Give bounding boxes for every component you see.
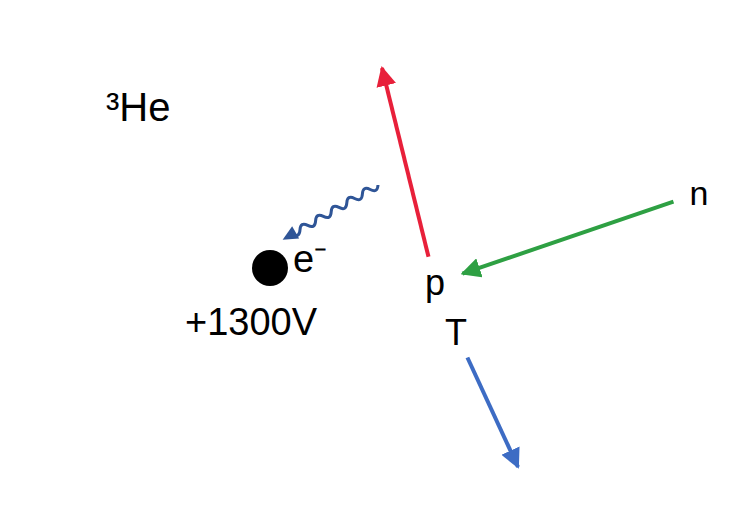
- circle-outline: [3, 5, 513, 515]
- electron-wave: [279, 179, 381, 246]
- node-text: n: [690, 176, 709, 210]
- proton-track: [382, 68, 429, 257]
- circle-shape: [674, 168, 724, 218]
- neutron-track: [462, 202, 673, 274]
- node-text: ³He: [106, 87, 170, 127]
- triton-track: [467, 358, 518, 468]
- node-text: p: [425, 265, 445, 301]
- triton-particle: T: [429, 306, 483, 360]
- circle-shape: [430, 307, 482, 359]
- circle-shape: [409, 257, 461, 309]
- node-text: T: [445, 315, 467, 351]
- proton-particle: p: [408, 256, 462, 310]
- detector-tube: ³He pT: [3, 5, 513, 515]
- neutron-particle: n: [673, 167, 725, 219]
- anode-wire: [252, 250, 288, 286]
- label-text: +1300V: [185, 301, 317, 343]
- voltage-label: +1300V: [185, 303, 317, 341]
- electron-label: e⁻: [293, 240, 327, 278]
- label-text: e⁻: [293, 238, 327, 280]
- circle-shape: [5, 7, 512, 514]
